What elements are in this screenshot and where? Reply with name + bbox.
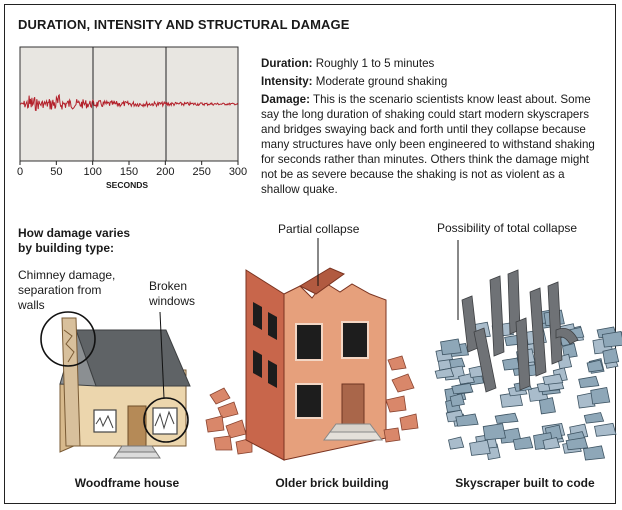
seismogram-tick-label: 0: [16, 166, 24, 178]
chimney-label-line-1: Chimney damage,: [18, 268, 116, 282]
damage-label: Damage:: [261, 93, 310, 106]
seismogram-tick-marks: [19, 161, 239, 165]
partial-collapse-label: Partial collapse: [278, 222, 360, 236]
seismogram-wave: [19, 93, 239, 111]
how-damage-line-2: by building type:: [18, 241, 114, 255]
brick-building: [205, 267, 419, 461]
seismogram-tick-label: 250: [192, 166, 211, 178]
seismogram-tick-label: 300: [228, 166, 248, 178]
intensity-value: Moderate ground shaking: [315, 75, 448, 88]
seismogram-tick-label: 50: [50, 166, 63, 178]
woodframe-house: [59, 317, 191, 459]
skyscraper-rubble: [434, 269, 622, 461]
how-damage-line-1: How damage varies: [18, 226, 131, 240]
damage-value: This is the scenario scientists know lea…: [261, 93, 595, 196]
total-collapse-label: Possibility of total collapse: [437, 221, 578, 235]
infographic-title: DURATION, INTENSITY AND STRUCTURAL DAMAG…: [18, 17, 350, 32]
caption-woodframe-house: Woodframe house: [74, 476, 180, 490]
how-damage-heading: How damage varies by building type:: [18, 226, 130, 256]
duration-value: Roughly 1 to 5 minutes: [315, 57, 435, 70]
intensity-label: Intensity:: [261, 75, 313, 88]
caption-brick-building: Older brick building: [275, 476, 389, 490]
broken-windows-line-1: Broken: [149, 279, 188, 293]
seismogram-xlabel: SECONDS: [106, 180, 149, 190]
duration-line: Duration: Roughly 1 to 5 minutes: [261, 56, 599, 71]
intensity-line: Intensity: Moderate ground shaking: [261, 74, 599, 89]
chimney-label-line-3: walls: [18, 298, 45, 312]
chimney-label: Chimney damage, separation from walls: [18, 268, 115, 313]
broken-windows-label: Broken windows: [149, 279, 195, 309]
info-block: Duration: Roughly 1 to 5 minutes Intensi…: [261, 56, 599, 200]
broken-windows-line-2: windows: [149, 294, 196, 308]
duration-label: Duration:: [261, 57, 313, 70]
seismogram-tick-label: 150: [119, 166, 139, 178]
windows-callout-circle: [143, 397, 189, 443]
caption-skyscraper: Skyscraper built to code: [455, 476, 595, 490]
damage-line: Damage: This is the scenario scientists …: [261, 92, 599, 197]
seismogram-tick-label: 100: [83, 166, 102, 178]
chimney-label-line-2: separation from: [18, 283, 102, 297]
seismogram-tick-label: 200: [156, 166, 175, 178]
windows-callout-line: [159, 311, 165, 399]
chimney-callout-circle: [40, 311, 96, 367]
